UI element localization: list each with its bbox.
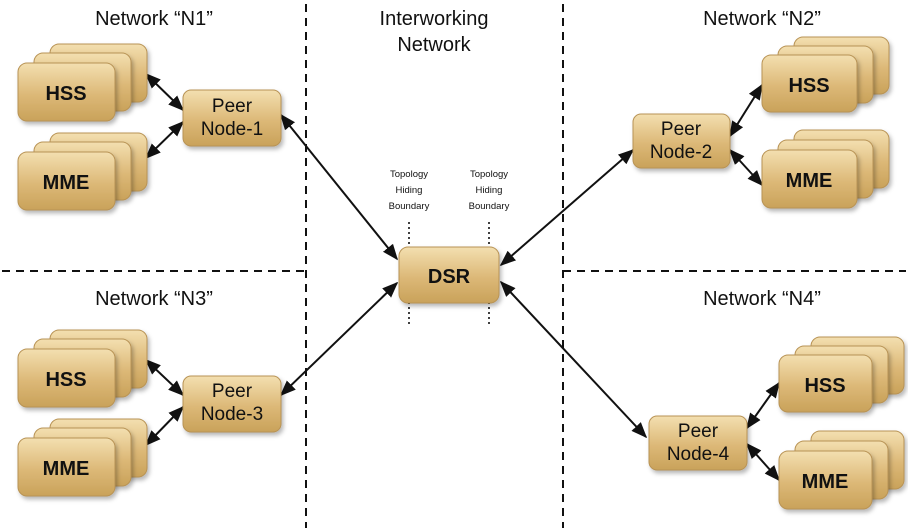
n1-mme-stack[interactable]: MME [17,132,148,211]
region-title-n4: Network “N4” [703,288,821,310]
link-dsr-peer-node-3 [279,281,399,397]
n1-hss-stack[interactable]: HSS [17,43,148,122]
topology-boundary-label-left: Topology Hiding Boundary [389,169,430,212]
link-dsr-peer-node-4 [499,280,648,439]
stack-card-front [778,354,873,413]
peer-node-3-label-line2: Node-3 [201,404,263,425]
n3-hss-label: HSS [45,369,86,391]
region-title-n2: Network “N2” [703,8,821,30]
link-peer1-hss [144,72,185,112]
peer-node-2-label-line2: Node-2 [650,142,712,163]
peer-node-3-label-line1: Peer [212,381,253,402]
peer-node-4[interactable]: Peer Node-4 [648,415,748,471]
n2-hss-stack[interactable]: HSS [761,36,890,113]
boundary-label-right-line1: Topology [470,169,508,180]
n2-mme-stack[interactable]: MME [761,129,890,209]
dsr-node[interactable]: DSR [398,246,500,304]
n1-mme-label: MME [43,172,90,194]
n3-mme-label: MME [43,458,90,480]
n4-hss-stack[interactable]: HSS [778,336,905,413]
region-title-n1: Network “N1” [95,8,213,30]
link-peer2-hss [729,83,763,138]
peer-node-1[interactable]: Peer Node-1 [182,89,282,147]
link-dsr-peer-node-1 [279,113,399,261]
dsr-label: DSR [428,266,471,288]
peer-node-1-label-line1: Peer [212,96,253,117]
peer-node-1-box [182,89,282,147]
dsr-box [398,246,500,304]
peer-node-4-label-line2: Node-4 [667,444,730,465]
n3-mme-stack[interactable]: MME [17,418,148,497]
stack-card-front [17,62,116,122]
stack-card-front [778,450,873,510]
link-peer3-mme [144,405,185,447]
boundary-label-left-line1: Topology [390,169,428,180]
peer-node-2-box [632,113,731,169]
peer-node-4-label-line1: Peer [678,421,719,442]
stack-card-front [17,348,116,408]
stack-card-front [17,151,116,211]
link-peer2-mme [728,148,764,187]
region-title-interworking-line1: Interworking [380,8,489,30]
n2-mme-label: MME [786,170,833,192]
stack-card-front [17,437,116,497]
boundary-label-right-line2: Hiding [476,185,503,196]
n1-hss-label: HSS [45,83,86,105]
region-title-interworking-line2: Network [397,34,471,56]
n4-hss-label: HSS [804,375,845,397]
stack-card-front [761,54,858,113]
region-title-n3: Network “N3” [95,288,213,310]
boundary-label-left-line3: Boundary [389,201,430,212]
n4-mme-stack[interactable]: MME [778,430,905,510]
boundary-label-right-line3: Boundary [469,201,510,212]
link-peer3-hss [144,358,185,397]
link-dsr-peer-node-2 [499,148,635,267]
n2-hss-label: HSS [788,75,829,97]
link-peer4-mme [745,442,781,482]
stack-card-front [761,149,858,209]
topology-boundary-label-right: Topology Hiding Boundary [469,169,510,212]
link-peer1-mme [144,120,185,160]
link-peer4-hss [746,381,780,430]
peer-node-4-box [648,415,748,471]
peer-node-3-box [182,375,282,433]
n4-mme-label: MME [802,471,849,493]
peer-node-3[interactable]: Peer Node-3 [182,375,282,433]
n3-hss-stack[interactable]: HSS [17,329,148,408]
region-separators [2,4,906,528]
boundary-label-left-line2: Hiding [396,185,423,196]
peer-node-2[interactable]: Peer Node-2 [632,113,731,169]
connections [144,72,781,482]
peer-node-1-label-line2: Node-1 [201,119,263,140]
peer-node-2-label-line1: Peer [661,119,702,140]
